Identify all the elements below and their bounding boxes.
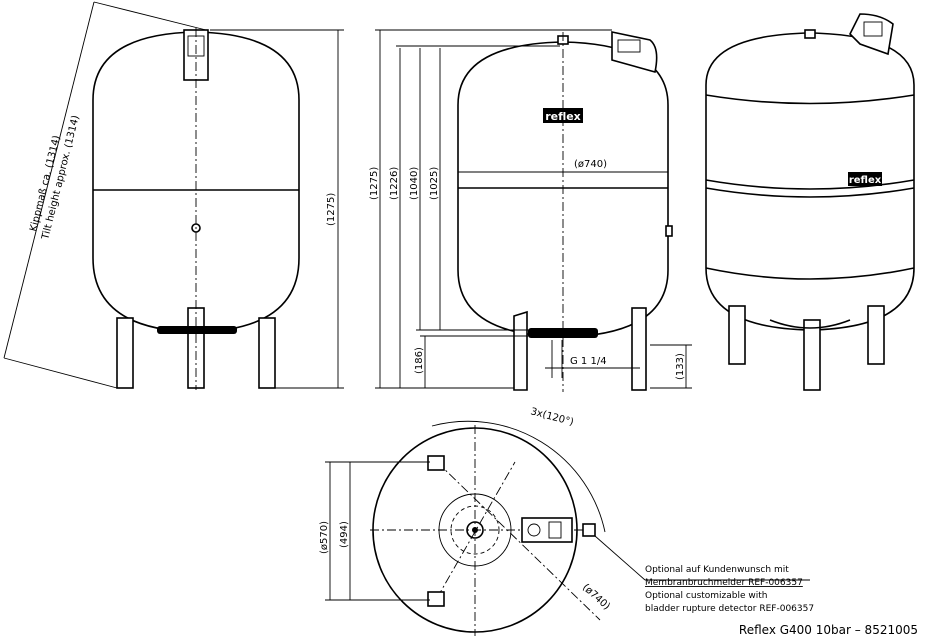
bottom-view: 3x(120°) (ø570) (494) (ø740) Optional au… bbox=[319, 406, 814, 636]
note-en-line2: bladder rupture detector REF-006357 bbox=[645, 604, 814, 614]
drawing-title: Reflex G400 10bar – 8521005 bbox=[739, 623, 918, 637]
front-view: Kippmaß ca. (1314) Tilt height approx. (… bbox=[3, 1, 344, 390]
iso-view: reflex bbox=[705, 13, 915, 391]
side-diameter: (ø740) bbox=[574, 159, 607, 170]
side-dim-186: (186) bbox=[414, 347, 425, 374]
side-view: reflex (1275) (1226) (1040) (1025) (186)… bbox=[369, 29, 692, 392]
side-dim-1025: (1025) bbox=[429, 167, 440, 200]
connection-thread: G 1 1/4 bbox=[570, 356, 607, 367]
note-en-line1: Optional customizable with bbox=[645, 591, 768, 601]
angle-label: 3x(120°) bbox=[529, 406, 575, 428]
front-height-dim: (1275) bbox=[326, 193, 337, 226]
note-de-line1: Optional auf Kundenwunsch mit bbox=[645, 565, 789, 575]
bottom-dim-740: (ø740) bbox=[580, 582, 612, 612]
side-dim-1040: (1040) bbox=[409, 167, 420, 200]
side-dim-1226: (1226) bbox=[389, 167, 400, 200]
note-de-line2: Membranbruchmelder REF-006357 bbox=[645, 578, 803, 588]
iso-logo: reflex bbox=[849, 175, 882, 186]
bottom-dim-570: (ø570) bbox=[319, 521, 330, 554]
side-dim-133: (133) bbox=[675, 353, 686, 380]
side-dim-1275: (1275) bbox=[369, 167, 380, 200]
side-logo: reflex bbox=[545, 110, 581, 123]
bottom-dim-494: (494) bbox=[339, 521, 350, 548]
